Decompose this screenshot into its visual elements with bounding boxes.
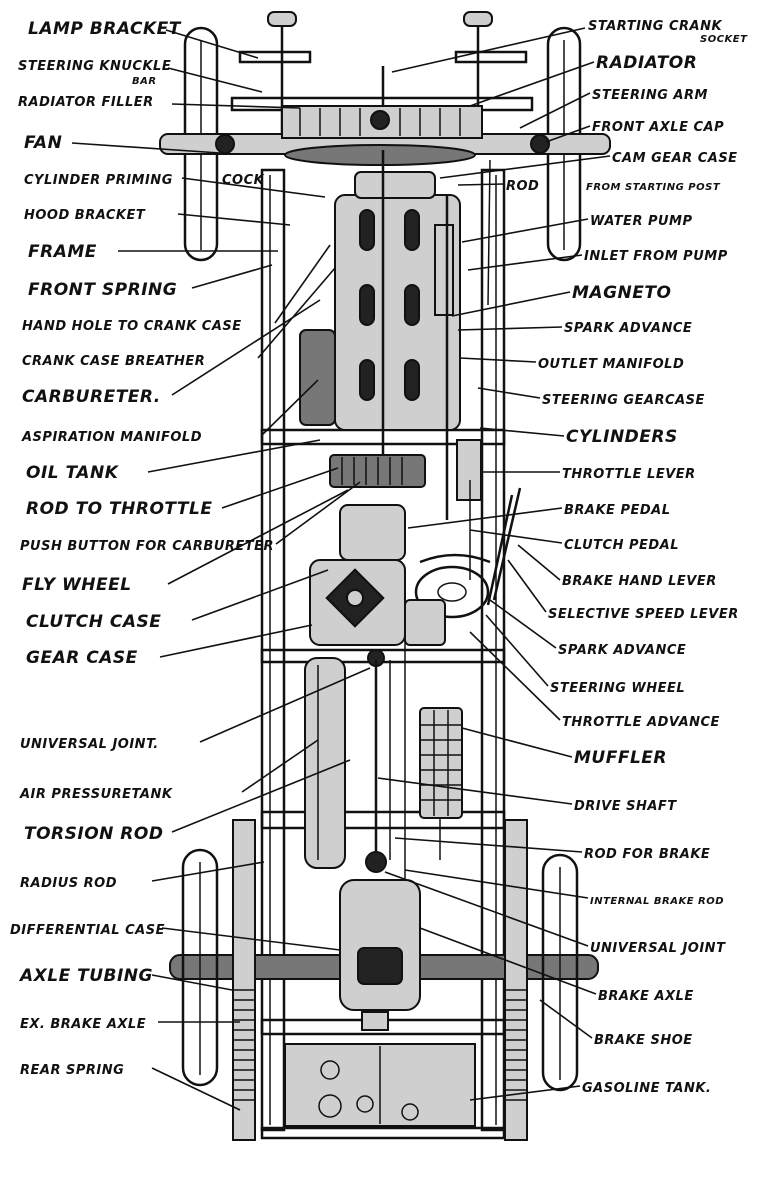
label-radiator: RADIATOR bbox=[596, 53, 697, 73]
label-lamp-bracket: LAMP BRACKET bbox=[28, 19, 182, 39]
label-cylinder-priming: CYLINDER PRIMING bbox=[24, 173, 173, 188]
label-gear-case: GEAR CASE bbox=[26, 648, 138, 668]
label-steering-arm: STEERING ARM bbox=[592, 88, 708, 103]
label-fly-wheel: FLY WHEEL bbox=[22, 575, 132, 595]
label-cam-gear-case: CAM GEAR CASE bbox=[612, 151, 738, 166]
label-starting-crank: STARTING CRANK bbox=[588, 19, 722, 34]
label-frame: FRAME bbox=[28, 242, 97, 262]
label-internal-brake-rod: INTERNAL BRAKE ROD bbox=[590, 896, 724, 907]
label-aspiration-manifold: ASPIRATION MANIFOLD bbox=[21, 430, 202, 445]
label-steering-knuckle-bar: STEERING KNUCKLE bbox=[18, 59, 171, 74]
label-air-pressure-tank: AIR PRESSURETANK bbox=[19, 787, 173, 802]
label-brake-axle: BRAKE AXLE bbox=[598, 989, 694, 1004]
label-rod: ROD bbox=[506, 179, 539, 194]
label-magneto: MAGNETO bbox=[572, 283, 671, 303]
label-push-button: PUSH BUTTON FOR CARBURETER bbox=[20, 539, 274, 554]
label-spark-advance-1: SPARK ADVANCE bbox=[564, 321, 692, 336]
label-carbureter: CARBURETER. bbox=[22, 387, 161, 407]
label-hand-hole: HAND HOLE TO CRANK CASE bbox=[22, 319, 242, 334]
label-spark-advance-2: SPARK ADVANCE bbox=[558, 643, 686, 658]
label-rod-for-brake: ROD FOR BRAKE bbox=[584, 847, 710, 862]
label-radius-rod: RADIUS ROD bbox=[20, 876, 117, 891]
label-universal-joint-right: UNIVERSAL JOINT bbox=[590, 941, 726, 956]
label-selective-speed-lever: SELECTIVE SPEED LEVER bbox=[548, 607, 739, 622]
labels-left: LAMP BRACKET STEERING KNUCKLE BAR RADIAT… bbox=[10, 19, 274, 1078]
label-brake-shoe: BRAKE SHOE bbox=[594, 1033, 693, 1048]
label-inlet-from-pump: INLET FROM PUMP bbox=[584, 249, 728, 264]
label-front-axle-cap: FRONT AXLE CAP bbox=[592, 120, 724, 135]
label-from-starting-post: FROM STARTING POST bbox=[586, 182, 721, 193]
air-pressure-tank-drawing bbox=[304, 657, 346, 869]
label-hood-bracket: HOOD BRACKET bbox=[24, 208, 146, 223]
label-universal-joint-left: UNIVERSAL JOINT. bbox=[20, 737, 159, 752]
label-crank-case-breather: CRANK CASE BREATHER bbox=[22, 354, 205, 369]
label-steering-wheel: STEERING WHEEL bbox=[550, 681, 685, 696]
label-axle-tubing: AXLE TUBING bbox=[18, 966, 153, 986]
label-cylinder-priming-cock: COCK bbox=[222, 173, 265, 188]
label-steering-gearcase: STEERING GEARCASE bbox=[542, 393, 705, 408]
rear-spring-left bbox=[232, 819, 256, 1141]
label-steering-knuckle-bar-sub: BAR bbox=[132, 76, 157, 87]
rear-wheel-left bbox=[181, 848, 219, 1087]
label-cylinders: CYLINDERS bbox=[566, 427, 678, 447]
label-throttle-lever: THROTTLE LEVER bbox=[562, 467, 696, 482]
label-gasoline-tank: GASOLINE TANK. bbox=[582, 1081, 711, 1096]
label-torsion-rod: TORSION ROD bbox=[24, 824, 163, 844]
label-starting-crank-socket: SOCKET bbox=[700, 34, 748, 45]
label-water-pump: WATER PUMP bbox=[590, 214, 693, 229]
cross-member-rear-1 bbox=[260, 810, 506, 830]
label-brake-pedal: BRAKE PEDAL bbox=[564, 503, 671, 518]
label-differential-case: DIFFERENTIAL CASE bbox=[10, 923, 165, 938]
label-brake-hand-lever: BRAKE HAND LEVER bbox=[562, 574, 717, 589]
label-fan: FAN bbox=[24, 133, 62, 153]
label-clutch-case: CLUTCH CASE bbox=[26, 612, 161, 632]
differential-case-drawing bbox=[339, 879, 421, 1011]
label-oil-tank: OIL TANK bbox=[26, 463, 120, 483]
fan-drawing bbox=[284, 144, 476, 166]
label-muffler: MUFFLER bbox=[574, 748, 667, 768]
label-ex-brake-axle: EX. BRAKE AXLE bbox=[20, 1017, 146, 1032]
label-front-spring: FRONT SPRING bbox=[28, 280, 177, 300]
label-outlet-manifold: OUTLET MANIFOLD bbox=[538, 357, 684, 372]
rear-spring-right bbox=[504, 819, 528, 1141]
steering-wheel-drawing bbox=[414, 565, 490, 619]
labels-right: STARTING CRANK SOCKET RADIATOR STEERING … bbox=[506, 19, 748, 1096]
label-clutch-pedal: CLUTCH PEDAL bbox=[564, 538, 679, 553]
label-drive-shaft: DRIVE SHAFT bbox=[574, 799, 677, 814]
label-throttle-advance: THROTTLE ADVANCE bbox=[562, 715, 720, 730]
label-rear-spring: REAR SPRING bbox=[20, 1063, 124, 1078]
label-radiator-filler: RADIATOR FILLER bbox=[18, 95, 154, 110]
leader-lines bbox=[71, 27, 611, 1111]
chassis-drawing bbox=[159, 11, 611, 1141]
label-rod-to-throttle: ROD TO THROTTLE bbox=[26, 499, 212, 519]
clutch-case-drawing bbox=[339, 504, 406, 561]
muffler-drawing bbox=[419, 707, 463, 819]
rear-wheel-right bbox=[541, 853, 579, 1092]
